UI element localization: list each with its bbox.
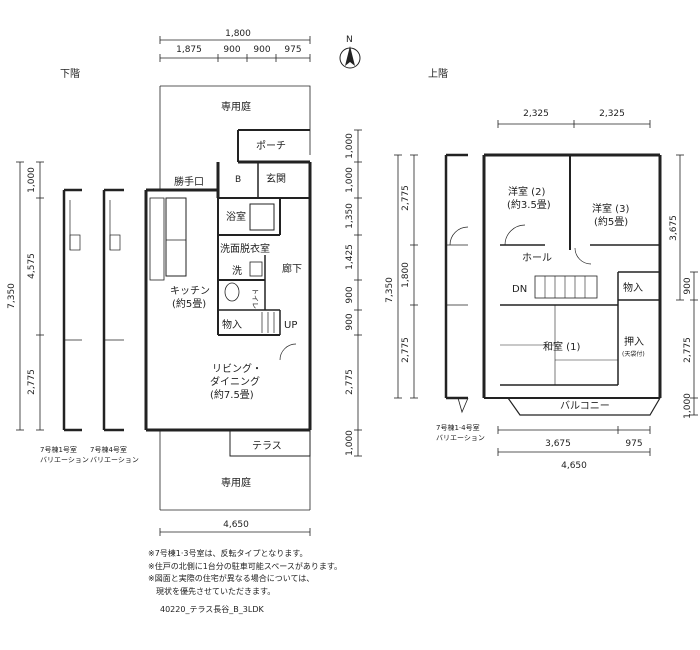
north-compass-icon: N (339, 35, 361, 69)
garden-bottom-outline (159, 430, 311, 511)
western2-size-label: (約3.5畳) (507, 198, 551, 211)
lower-bottom-dimension (159, 528, 311, 536)
living-label-3: (約7.5畳) (210, 388, 254, 401)
closet-label: 押入 (624, 335, 644, 348)
corridor-label: 廊下 (282, 262, 302, 275)
dim-lower-left-3: 2,775 (27, 369, 37, 395)
variation-unit4-line2: バリエーション (90, 456, 139, 464)
bath-label: 浴室 (226, 210, 246, 223)
variation-unit4-line1: 7号棟4号室 (90, 445, 127, 454)
western2-label: 洋室 (2) (508, 185, 545, 198)
svg-text:N: N (346, 35, 353, 45)
dim-lower-top-3: 900 (253, 45, 270, 55)
dim-lower-top-2: 900 (223, 45, 240, 55)
toilet-label: トイレ (251, 288, 259, 309)
footnote-4: 現状を優先させていただきます。 (148, 586, 276, 596)
dim-lower-top-4: 975 (284, 45, 301, 55)
upper-floor-title: 上階 (428, 68, 448, 80)
living-label-2: ダイニング (210, 375, 260, 388)
dim-upper-right-3: 1,000 (683, 393, 693, 419)
dim-lower-right-1: 1,000 (345, 133, 355, 159)
japanese-room-label: 和室 (1) (543, 340, 580, 353)
kitchen-size-label: (約5畳) (172, 297, 206, 310)
dim-upper-left-1: 2,775 (401, 185, 411, 211)
porch-label: ポーチ (256, 140, 286, 152)
living-label-1: リビング・ (212, 362, 262, 375)
dim-upper-bottom-total: 4,650 (561, 461, 587, 471)
garden-top-label: 専用庭 (221, 100, 251, 113)
upper-right-dimensions (676, 154, 698, 416)
variation-unit14-line2: バリエーション (436, 434, 485, 442)
terrace-label: テラス (252, 440, 282, 452)
lower-floor-title: 下階 (60, 68, 80, 80)
dim-lower-right-7: 2,775 (345, 369, 355, 395)
lower-top-dimensions (159, 36, 311, 62)
hall-label: ホール (522, 252, 552, 264)
upper-floor-walls (482, 153, 662, 416)
lower-left-dimensions (16, 161, 44, 431)
variation-strip-unit1 (62, 188, 82, 432)
dim-lower-right-5: 900 (345, 286, 355, 303)
back-door-label: 勝手口 (174, 175, 204, 188)
file-id: 40220_テラス長谷_B_3LDK (160, 605, 264, 614)
western3-size-label: (約5畳) (594, 215, 628, 228)
dim-upper-left-2: 1,800 (401, 262, 411, 288)
dim-lower-bottom: 4,650 (223, 520, 249, 530)
washroom-label: 洗面脱衣室 (220, 242, 270, 255)
storage-label: 物入 (222, 318, 242, 331)
dim-upper-right-1: 900 (683, 277, 693, 294)
dim-upper-bottom-2: 975 (625, 439, 642, 449)
lower-floor-walls (144, 129, 312, 457)
b-mark-label: B (235, 175, 241, 185)
upper-bottom-dimensions (497, 426, 651, 456)
balcony-label: バルコニー (560, 400, 610, 412)
variation-unit14-line1: 7号棟1·4号室 (436, 423, 480, 432)
kitchen-label: キッチン (170, 285, 210, 297)
dim-lower-left-total: 7,350 (7, 283, 17, 309)
dim-lower-left-1: 1,000 (27, 167, 37, 193)
variation-strip-unit14 (444, 153, 469, 414)
western3-label: 洋室 (3) (592, 202, 629, 215)
dim-lower-top-1: 1,875 (176, 45, 202, 55)
upper-storage-label: 物入 (623, 281, 643, 294)
garden-top-outline (159, 85, 311, 190)
dim-lower-top-total: 1,800 (225, 29, 251, 39)
dim-upper-right-2: 2,775 (683, 337, 693, 363)
dn-label: DN (512, 284, 527, 295)
dim-upper-bottom-1: 3,675 (545, 439, 571, 449)
upper-top-dimensions (497, 120, 651, 128)
dim-lower-right-3: 1,350 (345, 203, 355, 229)
variation-unit1-line2: バリエーション (40, 456, 89, 464)
dim-lower-left-2: 4,575 (27, 253, 37, 279)
up-label: UP (284, 320, 297, 331)
variation-unit1-line1: 7号棟1号室 (40, 445, 77, 454)
dim-lower-right-8: 1,000 (345, 430, 355, 456)
dim-upper-top-1: 2,325 (523, 109, 549, 119)
dim-lower-right-2: 1,000 (345, 167, 355, 193)
dim-lower-right-6: 900 (345, 313, 355, 330)
footnote-3: ※図面と実際の住宅が異なる場合については、 (148, 574, 315, 583)
dim-upper-top-2: 2,325 (599, 109, 625, 119)
dim-upper-left-total: 7,350 (385, 277, 395, 303)
garden-bottom-label: 専用庭 (221, 476, 251, 489)
footnotes: ※7号棟1·3号室は、反転タイプとなります。 ※住戸の北側に1台分の駐車可能スペ… (148, 548, 342, 598)
footnote-2: ※住戸の北側に1台分の駐車可能スペースがあります。 (148, 561, 343, 571)
closet-note-label: (天袋付) (622, 350, 645, 358)
lower-right-dimensions (354, 129, 362, 457)
variation-strip-unit4 (102, 188, 124, 432)
upper-left-dimensions (394, 154, 418, 399)
entrance-label: 玄関 (266, 172, 286, 185)
wash-label: 洗 (232, 265, 242, 277)
dim-lower-right-4: 1,425 (345, 244, 355, 270)
dim-upper-right-total: 3,675 (669, 215, 679, 241)
dim-upper-left-3: 2,775 (401, 337, 411, 363)
footnote-1: ※7号棟1·3号室は、反転タイプとなります。 (148, 549, 308, 558)
